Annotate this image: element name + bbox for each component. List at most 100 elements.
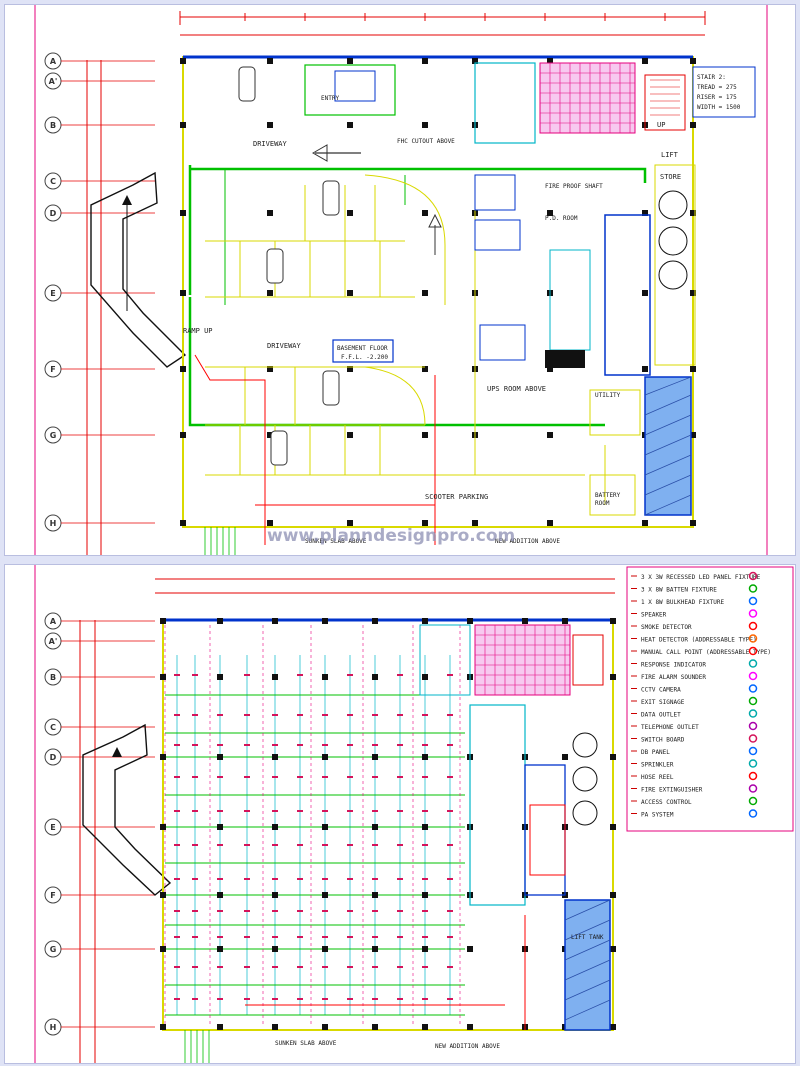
grid-label: F [50,365,55,374]
grid-marker-3: C [44,718,155,736]
grid-label: A [50,57,57,66]
toilet-block [474,62,536,144]
driveway-label-1: DRIVEWAY [253,140,288,148]
top-dimension-ticks [179,11,706,25]
legend-item: CCTV CAMERA [631,684,758,694]
grid-marker-5: E [44,818,155,836]
legend-item: SPEAKER [631,609,758,619]
legend-symbol [748,609,758,618]
grid-marker-3: C [44,172,155,190]
legend-item: ACCESS CONTROL [631,796,758,806]
staircase-2 [644,74,686,131]
ramp-arrow-head [122,195,132,205]
legend-text: ACCESS CONTROL [641,799,692,806]
legend-symbol [748,684,758,693]
legend-text: 3 X 3W RECESSED LED PANEL FIXTURE [641,574,761,581]
legend-item: 3 X 3W RECESSED LED PANEL FIXTURE [631,571,761,581]
tanks-b [572,732,598,826]
pump-room-b [469,704,526,906]
legend-symbol [748,571,758,581]
legend-symbol [748,709,758,718]
legend-text: HOSE REEL [641,774,674,781]
driveway-arrow-head [311,144,328,162]
basement-title-box [332,339,394,363]
sunken-slab-label: SUNKEN SLAB ABOVE [305,538,367,545]
red-wiring-b [245,804,566,1030]
basement-level: F.F.L. -2.200 [341,354,388,361]
staircase-b [572,634,604,686]
legend-item: PA SYSTEM [631,809,758,819]
legend-text: CCTV CAMERA [641,687,681,694]
grid-marker-1: A' [44,632,155,650]
stair-note-2: TREAD = 275 [697,84,737,91]
legend-item: FIRE EXTINGUISHER [631,784,758,794]
legend-box [626,566,794,832]
bottom-stair-b [184,1030,210,1063]
grid-marker-2: B [44,668,155,686]
pump-tanks [658,190,688,290]
legend-text: SPEAKER [641,612,667,619]
legend-item: RESPONSE INDICATOR [631,659,758,669]
legend-symbol [748,721,758,731]
grid-marker-5: E [44,284,155,302]
legend-symbol [748,696,758,706]
ups-equipment [549,249,591,351]
legend-symbol [748,771,758,781]
lift-tank-label: LIFT TANK [571,934,604,941]
toilet-block-b [419,624,471,696]
ups-room-label: UPS ROOM ABOVE [487,385,546,393]
stair-note-3: RISER = 175 [697,94,737,101]
legend-text: FIRE ALARM SOUNDER [641,674,706,681]
watermark-top: www.planndesignpro.com [267,526,515,546]
legend-text: EXIT SIGNAGE [641,699,685,706]
grid-label: H [50,1023,57,1032]
entry-room [304,64,396,116]
legend-item: FIRE ALARM SOUNDER [631,671,758,681]
legend-symbol [748,759,758,768]
legend-symbol [748,809,758,818]
battery-room [589,474,636,516]
grid-label: E [50,289,55,298]
lift-tank-b [564,899,611,1031]
ramp-label: RAMP UP [183,327,213,335]
ramp-outline-b [82,723,172,896]
legend-symbol [748,646,758,656]
stair-note-4: WIDTH = 1500 [697,104,741,111]
grid-label: B [50,673,56,682]
battery-label-2: ROOM [595,500,610,507]
grid-marker-8: H [44,1018,155,1036]
legend-text: MANUAL CALL POINT (ADDRESSABLE TYPE) [641,649,771,656]
legend-symbol [748,659,758,668]
grid-label: A [50,617,57,626]
legend-item: HOSE REEL [631,771,758,781]
legend-text: HEAT DETECTOR (ADDRESSABLE TYPE) [641,637,757,644]
legend-item: 1 X 8W BULKHEAD FIXTURE [631,596,758,606]
grid-label: F [50,891,55,900]
sunken-slab-label-b: SUNKEN SLAB ABOVE [275,1040,337,1047]
legend-text: 1 X 8W BULKHEAD FIXTURE [641,599,724,606]
legend-symbol [748,584,758,593]
stair-up-label: UP [657,121,665,129]
legend-text: SMOKE DETECTOR [641,624,692,631]
scooter-label: SCOOTER PARKING [425,493,488,501]
legend-symbol [748,671,758,681]
lift-tank-hatch-b [564,899,611,1021]
grid-marker-4: D [44,204,155,222]
fire-main-pipes [188,165,647,427]
grid-label: G [50,431,57,440]
grid-marker-8: H [44,514,155,532]
fhc-cutout-label: FHC CUTOUT ABOVE [397,138,455,145]
legend-text: DATA OUTLET [641,712,681,719]
hatch-grid-b [474,624,570,696]
battery-label-1: BATTERY [595,492,621,499]
fire-proof-label: FIRE PROOF SHAFT [545,183,603,190]
legend-symbol [748,734,758,743]
grid-marker-1: A' [44,72,155,90]
legend-symbol [748,796,758,806]
grid-marker-4: D [44,748,155,766]
legend-symbol [748,621,758,631]
legend-text: PA SYSTEM [641,812,674,819]
driveway-label-2: DRIVEWAY [267,342,302,350]
